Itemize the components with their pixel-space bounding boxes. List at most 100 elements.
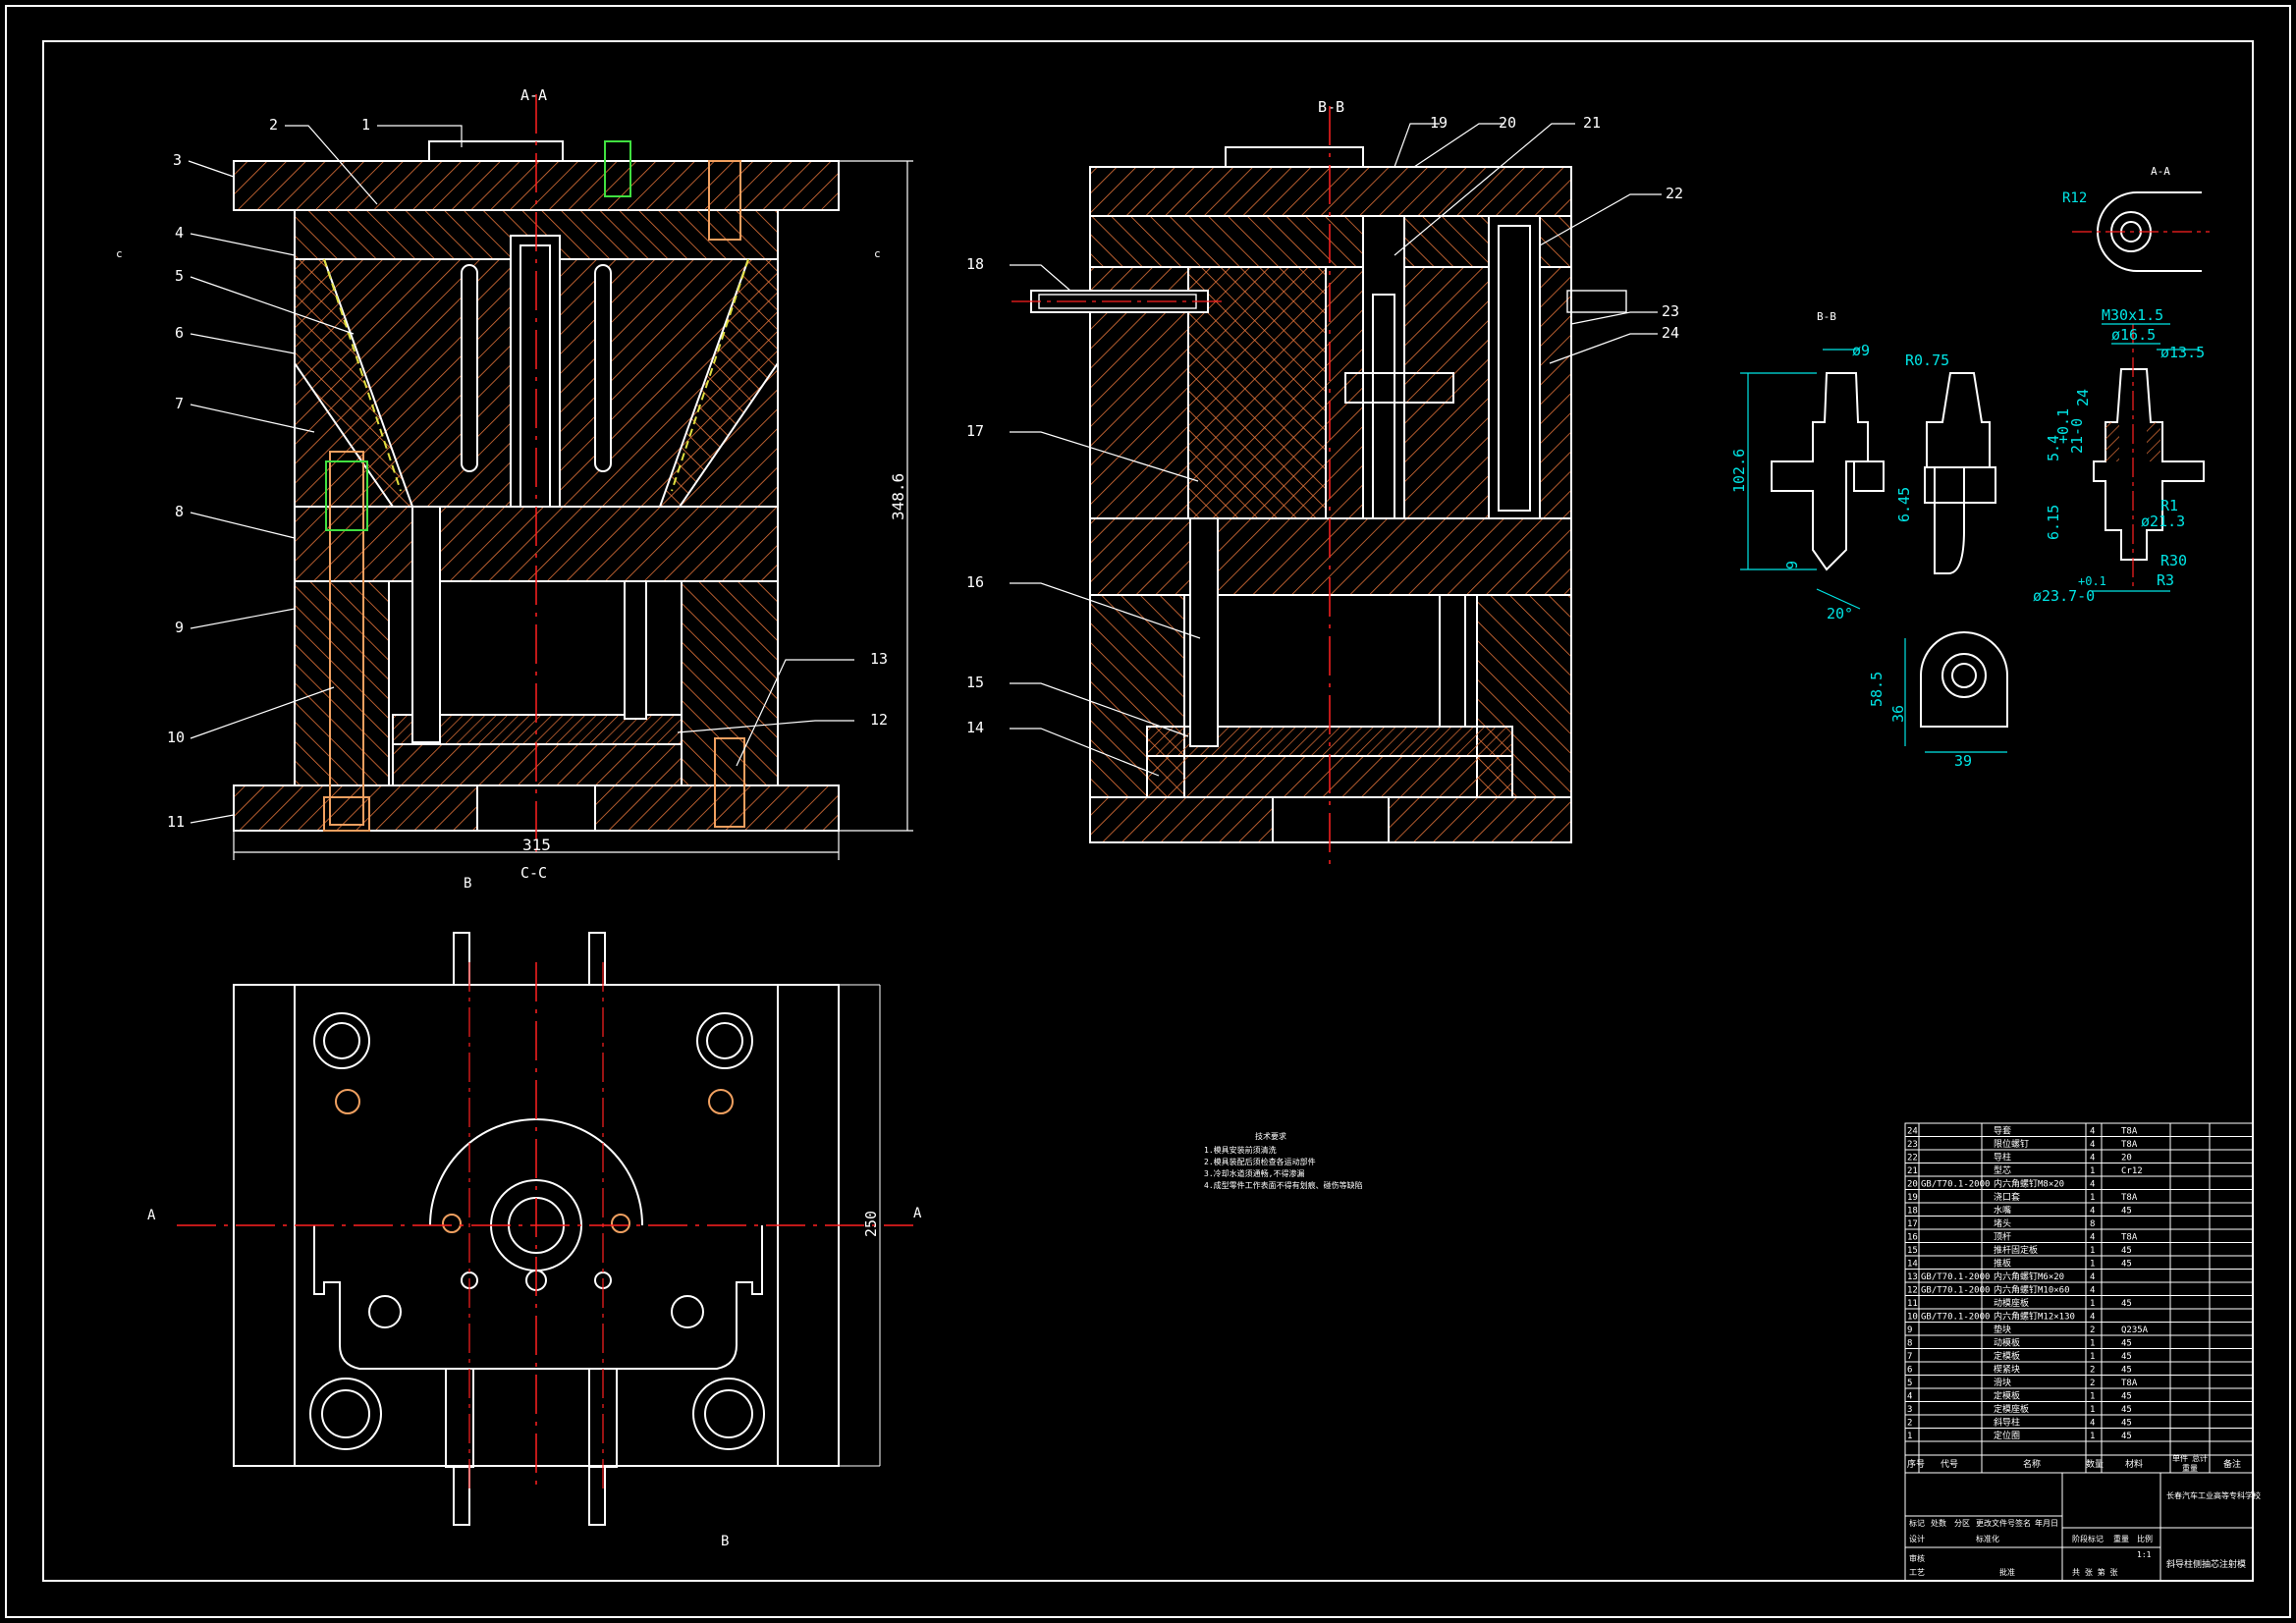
leader-lines-right	[1010, 123, 1662, 777]
plan-guide-hole-tl	[313, 1012, 370, 1069]
bom-cell-no: 17	[1907, 1219, 1918, 1229]
title-mark-5: 年月日	[2035, 1518, 2058, 1528]
part-label-7: 7	[175, 395, 184, 412]
plan-mark-b-bottom: B	[721, 1534, 729, 1549]
dim-r3: R3	[2157, 571, 2174, 589]
title-role-2: 工艺	[1909, 1568, 1925, 1577]
bom-cell-name: 推杆固定板	[1994, 1244, 2038, 1256]
detail-top-view	[2072, 191, 2210, 272]
bom-cell-no: 16	[1907, 1233, 1918, 1243]
title-drawing: 斜导柱侧抽芯注射模	[2166, 1558, 2246, 1570]
part-label-20: 20	[1499, 114, 1516, 132]
part-label-11: 11	[167, 813, 185, 831]
bom-cell-no: 12	[1907, 1286, 1918, 1296]
technical-notes: 技术要求 1.模具安装前须清洗 2.模具装配后须检查各运动部件 3.冷却水道须通…	[1204, 1131, 1363, 1190]
bom-cell-mat: 45	[2121, 1207, 2132, 1217]
bom-cell-no: 18	[1907, 1207, 1918, 1217]
bom-cell-qty: 1	[2090, 1432, 2095, 1441]
bom-cell-mat: 45	[2121, 1260, 2132, 1270]
dim-r1: R1	[2160, 497, 2178, 514]
bom-cell-qty: 1	[2090, 1166, 2095, 1176]
bom-cell-name: 定模座板	[1994, 1403, 2029, 1415]
part-label-1: 1	[361, 116, 370, 134]
bom-cell-code: GB/T70.1-2000	[1921, 1313, 1990, 1323]
cooling-channel-2	[594, 264, 612, 472]
section-mark-c-left: c	[116, 247, 123, 260]
bom-cell-name: 推板	[1994, 1258, 2011, 1270]
bom-cell-mat: T8A	[2121, 1379, 2138, 1388]
part-label-3: 3	[173, 151, 182, 169]
dim-phi23-7: ø23.7-0	[2033, 587, 2095, 605]
dim-6-45: 6.45	[1895, 487, 1913, 522]
bom-header-mat: 材料	[2125, 1458, 2143, 1470]
plan-guide-hole-bl	[309, 1378, 382, 1450]
bom-cell-no: 14	[1907, 1260, 1918, 1270]
dim-20deg: 20°	[1827, 605, 1853, 622]
title-mark-4: 签名	[2015, 1518, 2031, 1528]
part-label-13: 13	[870, 650, 888, 668]
long-bolt	[329, 451, 364, 826]
bom-cell-name: 动模板	[1994, 1337, 2020, 1349]
bom-cell-no: 10	[1907, 1313, 1918, 1323]
title-role-0: 设计	[1909, 1534, 1925, 1543]
main-view-title: A-A	[520, 86, 547, 104]
angle-pin-right	[671, 258, 749, 492]
notes-line-1: 1.模具安装前须清洗	[1204, 1145, 1277, 1155]
inner-frame	[42, 40, 2254, 1582]
detail-part-views	[1771, 324, 2205, 728]
part-label-22: 22	[1666, 185, 1683, 202]
bom-cell-name: 内六角螺钉M6×20	[1994, 1271, 2064, 1282]
spacer-block-left	[294, 580, 390, 786]
notes-line-3: 3.冷却水道须通畅,不得渗漏	[1204, 1168, 1304, 1178]
bom-cell-no: 22	[1907, 1154, 1918, 1163]
bom-cell-qty: 1	[2090, 1260, 2095, 1270]
slider-right	[658, 258, 779, 508]
bom-cell-name: 垫块	[1994, 1324, 2011, 1335]
dim-39: 39	[1954, 752, 1972, 770]
part-label-16: 16	[966, 573, 984, 591]
part-label-24: 24	[1662, 324, 1679, 342]
bom-cell-qty: 4	[2090, 1154, 2095, 1163]
plan-view-title: C-C	[520, 864, 547, 882]
bom-cell-name: 浇口套	[1994, 1191, 2020, 1203]
bom-cell-qty: 1	[2090, 1392, 2095, 1402]
title-mark-1: 处数	[1931, 1518, 1946, 1528]
bom-cell-name: 内六角螺钉M8×20	[1994, 1178, 2064, 1190]
bom-cell-no: 23	[1907, 1140, 1918, 1150]
part-labels-right: 14 15 16 17 18 19 20 21 22 23 24	[966, 114, 1683, 736]
bom-cell-qty: 4	[2090, 1140, 2095, 1150]
bom-cell-no: 24	[1907, 1127, 1918, 1137]
bom-cell-mat: 45	[2121, 1366, 2132, 1376]
part-label-18: 18	[966, 255, 984, 273]
bom-cell-no: 20	[1907, 1180, 1918, 1190]
bom-cell-no: 19	[1907, 1193, 1918, 1203]
dim-r30: R30	[2160, 552, 2187, 569]
locating-ring	[428, 140, 564, 162]
plan-view	[177, 932, 913, 1526]
title-mark-0: 标记	[1909, 1518, 1925, 1528]
plan-mark-a-right: A	[913, 1206, 922, 1221]
bom-cell-qty: 1	[2090, 1352, 2095, 1362]
bom-cell-mat: 45	[2121, 1339, 2132, 1349]
bom-cell-name: 顶杆	[1994, 1231, 2011, 1243]
bom-cell-code: GB/T70.1-2000	[1921, 1286, 1990, 1296]
bom-header-code: 代号	[1941, 1459, 1958, 1470]
side-section-view: B-B	[1011, 98, 1627, 870]
bom-cell-mat: 45	[2121, 1432, 2132, 1441]
dim-r12: R12	[2062, 190, 2087, 206]
bom-cell-no: 3	[1907, 1405, 1912, 1415]
bom-cell-qty: 4	[2090, 1127, 2095, 1137]
bom-cell-name: 水嘴	[1994, 1205, 2011, 1217]
bom-header-single: 单件	[2172, 1453, 2188, 1463]
detail-dimension-texts: B-B 102.6 ø9 20° R0.75 6.45 9 M30x1.5 ø1…	[1730, 306, 2205, 770]
part-label-8: 8	[175, 503, 184, 520]
bom-cell-name: 导套	[1994, 1125, 2011, 1137]
side-view-title: B-B	[1318, 98, 1344, 116]
part-label-17: 17	[966, 422, 984, 440]
title-role-1: 审核	[1909, 1553, 1925, 1563]
bom-cell-name: 斜导柱	[1994, 1417, 2020, 1429]
bom-cell-qty: 4	[2090, 1180, 2095, 1190]
bom-cell-no: 15	[1907, 1246, 1918, 1256]
bom-cell-qty: 1	[2090, 1299, 2095, 1309]
detail-dimension-lines	[1740, 323, 2200, 753]
